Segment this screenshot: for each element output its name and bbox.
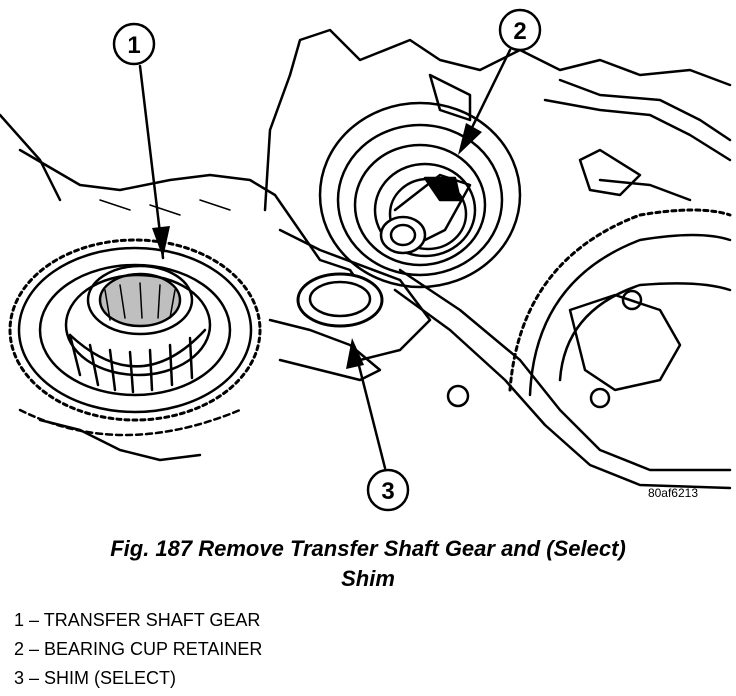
- figure-illustration: 1 2 3 80af6213: [0, 8, 732, 512]
- transfer-shaft-gear: [8, 238, 262, 437]
- legend-item: 1 – TRANSFER SHAFT GEAR: [14, 610, 261, 630]
- bearing-cup-retainer: [318, 101, 522, 289]
- callout-2-number: 2: [513, 18, 526, 45]
- callout-3: [346, 338, 410, 512]
- callout-2: [458, 8, 542, 155]
- legend: 1 – TRANSFER SHAFT GEAR 2 – BEARING CUP …: [14, 606, 262, 693]
- legend-item: 3 – SHIM (SELECT): [14, 668, 177, 688]
- output-gear: [508, 208, 732, 409]
- callout-1-number: 1: [127, 32, 140, 59]
- caption-line-2: Shim: [341, 566, 395, 591]
- transmission-case: [263, 28, 732, 490]
- caption-line-1: Fig. 187 Remove Transfer Shaft Gear and …: [110, 536, 626, 561]
- figure-caption: Fig. 187 Remove Transfer Shaft Gear and …: [0, 534, 736, 594]
- figure-id: 80af6213: [648, 486, 698, 500]
- shim: [296, 272, 384, 328]
- callout-3-number: 3: [381, 478, 394, 505]
- callout-1: [112, 22, 170, 260]
- legend-item: 2 – BEARING CUP RETAINER: [14, 639, 263, 659]
